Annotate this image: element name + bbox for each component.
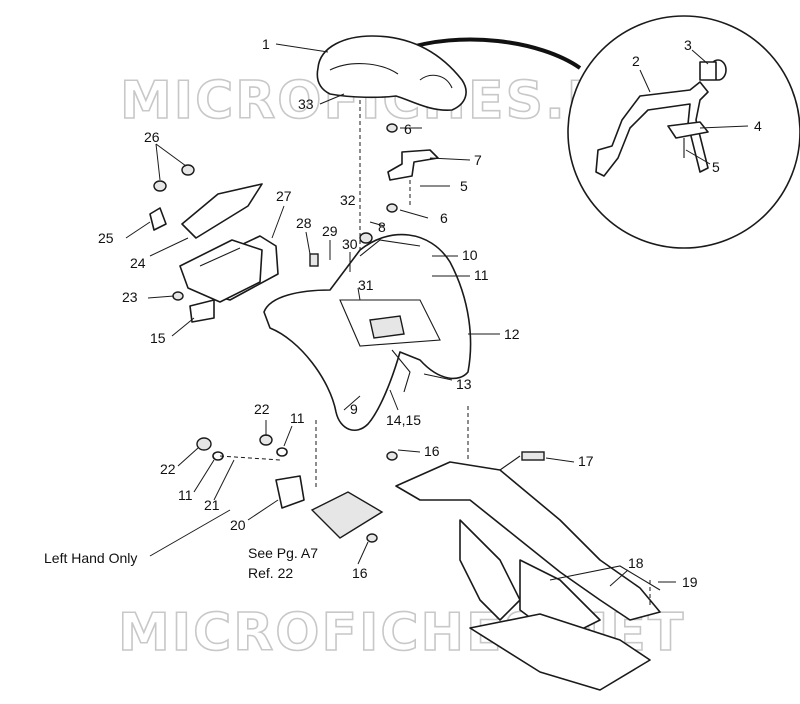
callout-25: 25: [98, 230, 114, 246]
notes: Left Hand Only See Pg. A7 Ref. 22: [44, 545, 318, 581]
note-left-hand-only: Left Hand Only: [44, 550, 137, 566]
callout-16b: 16: [352, 565, 368, 581]
callout-22a: 22: [254, 401, 270, 417]
battery-box: [149, 164, 279, 323]
detail-inset: [401, 15, 800, 249]
callout-13: 13: [456, 376, 472, 392]
callout-22b: 22: [160, 461, 176, 477]
callout-15: 15: [150, 330, 166, 346]
note-ref: Ref. 22: [248, 565, 293, 581]
callout-33: 33: [298, 96, 314, 112]
note-see-page: See Pg. A7: [248, 545, 318, 561]
rear-fender: [263, 232, 472, 432]
nut-6a: [386, 123, 398, 133]
callout-11b: 11: [290, 410, 305, 426]
callout-21: 21: [204, 497, 220, 513]
callout-5a: 5: [460, 178, 468, 194]
callout-6b: 6: [440, 210, 448, 226]
mud-flap: [196, 420, 398, 543]
callout-8: 8: [378, 219, 386, 235]
seat-bracket: [387, 149, 439, 181]
callout-17: 17: [578, 453, 594, 469]
callout-20: 20: [230, 517, 246, 533]
callout-27: 27: [276, 188, 292, 204]
callout-26: 26: [144, 129, 160, 145]
callout-19: 19: [682, 574, 698, 590]
callout-3: 3: [684, 37, 692, 53]
frame: [395, 406, 661, 691]
callout-4: 4: [754, 118, 762, 134]
callout-2: 2: [632, 53, 640, 69]
callout-6a: 6: [404, 121, 412, 137]
callout-14-15: 14,15: [386, 412, 421, 428]
callout-32: 32: [340, 192, 356, 208]
callout-10: 10: [462, 247, 478, 263]
callout-5b: 5: [712, 159, 720, 175]
callouts: 1 33 6 7 5 6 8 32 26 27 25 24 28 29 30 3…: [98, 36, 762, 590]
callout-18: 18: [628, 555, 644, 571]
callout-9: 9: [350, 401, 358, 417]
callout-1: 1: [262, 36, 270, 52]
callout-11c: 11: [178, 487, 193, 503]
callout-29: 29: [322, 223, 338, 239]
callout-16a: 16: [424, 443, 440, 459]
callout-12: 12: [504, 326, 520, 342]
callout-7: 7: [474, 152, 482, 168]
callout-30: 30: [342, 236, 358, 252]
callout-31: 31: [358, 277, 374, 293]
callout-24: 24: [130, 255, 146, 271]
seat: [316, 35, 467, 250]
nut-6b: [386, 203, 398, 213]
callout-28: 28: [296, 215, 312, 231]
callout-11a: 11: [474, 267, 489, 283]
callout-23: 23: [122, 289, 138, 305]
leader-lines: [125, 43, 676, 587]
